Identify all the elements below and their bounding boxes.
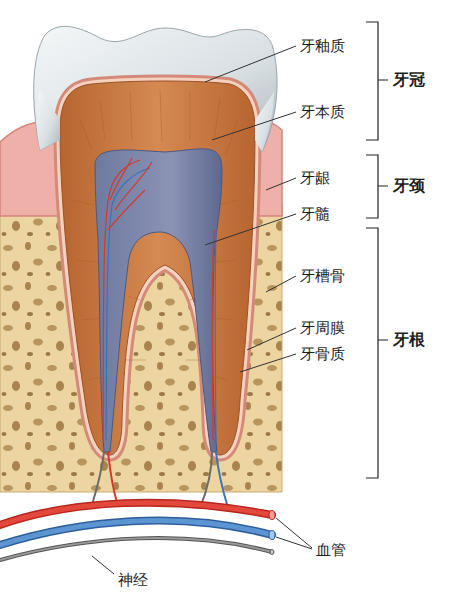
part-label: 神经 (118, 571, 148, 589)
part-label: 牙龈 (300, 169, 330, 187)
part-label: 牙槽骨 (300, 267, 345, 285)
part-label: 牙根 (393, 330, 425, 349)
part-label: 牙周膜 (300, 319, 345, 337)
part-label: 牙釉质 (300, 37, 345, 55)
brackets (366, 22, 388, 478)
part-label: 血管 (316, 541, 346, 559)
part-label: 牙髓 (300, 205, 330, 223)
part-label: 牙骨质 (300, 345, 345, 363)
leader-lines (92, 46, 312, 574)
part-label: 牙冠 (393, 70, 425, 89)
part-label: 牙颈 (393, 176, 425, 195)
part-label: 牙本质 (300, 103, 345, 121)
